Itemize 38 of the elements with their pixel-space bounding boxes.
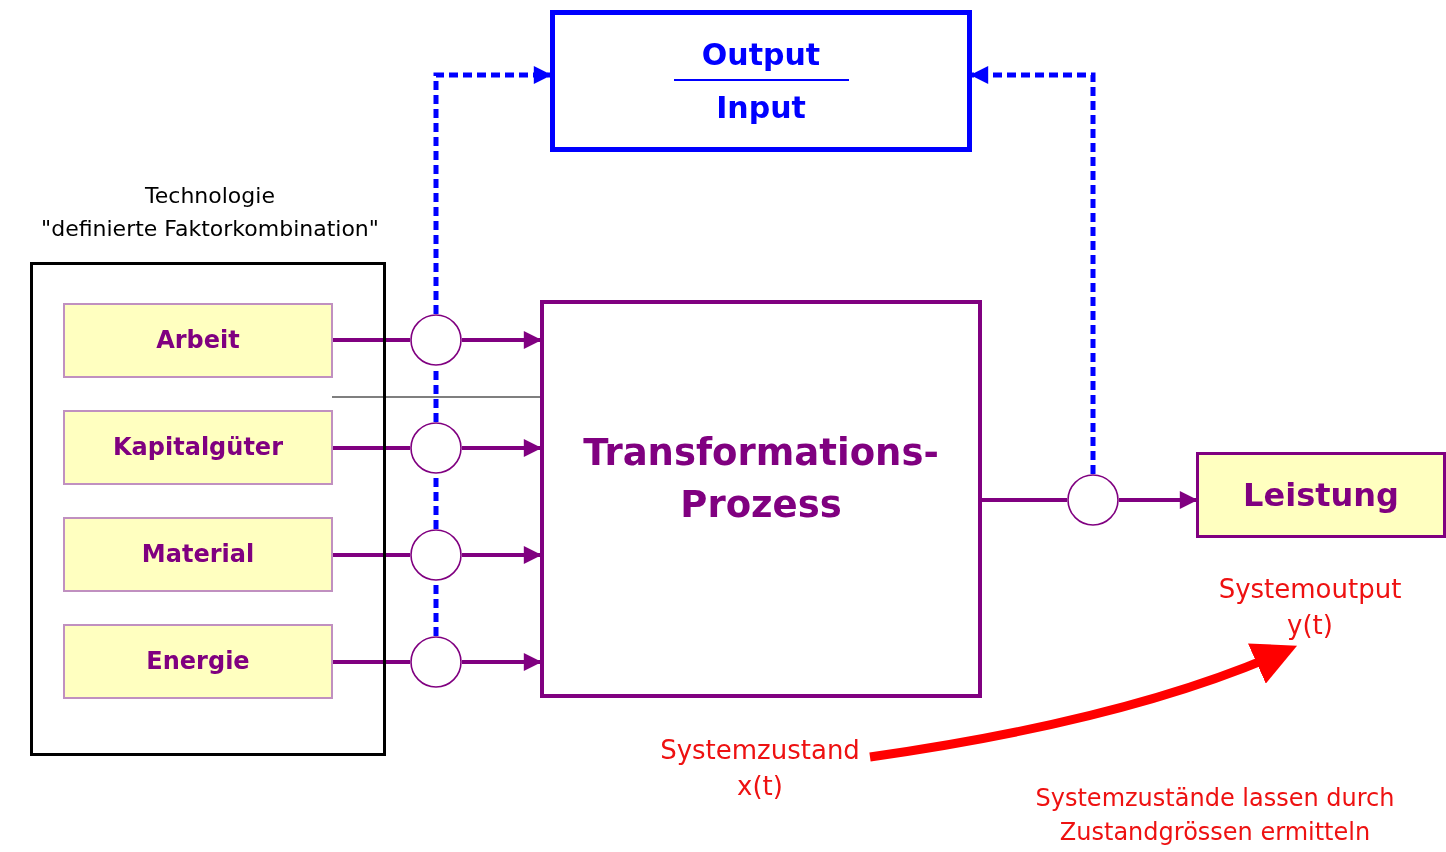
box-label: Energie bbox=[146, 645, 250, 677]
junction-circle bbox=[410, 422, 462, 474]
box-label: Material bbox=[141, 538, 255, 570]
junction-circle bbox=[410, 314, 462, 366]
junction-circle bbox=[1067, 474, 1119, 526]
input-factor-box bbox=[63, 517, 333, 592]
connector-line bbox=[982, 498, 1067, 502]
arrow bbox=[462, 439, 542, 457]
denominator-text: Input bbox=[716, 91, 806, 124]
group-heading: Technologie bbox=[144, 182, 276, 210]
curved-arrow bbox=[869, 642, 1298, 762]
input-factor-box bbox=[63, 624, 333, 699]
input-factor-box bbox=[63, 303, 333, 378]
junction-circle bbox=[410, 636, 462, 688]
group-subheading: "definierte Faktorkombination" bbox=[40, 215, 380, 243]
arrow bbox=[462, 546, 542, 564]
numerator-text: Output bbox=[701, 38, 821, 71]
arrow bbox=[462, 653, 542, 671]
box-label: Leistung bbox=[1243, 474, 1399, 516]
connector-line bbox=[333, 660, 410, 664]
arrow bbox=[462, 331, 542, 349]
output-box bbox=[1196, 452, 1446, 538]
arrow bbox=[1119, 491, 1198, 509]
connector-line bbox=[333, 338, 410, 342]
state-label: Systemzustand x(t) bbox=[659, 733, 861, 803]
box-label: Kapitalgüter bbox=[113, 431, 283, 463]
arrow bbox=[433, 66, 552, 314]
junction-circle bbox=[410, 529, 462, 581]
process-box bbox=[540, 300, 982, 698]
connector-line bbox=[333, 446, 410, 450]
ratio-box bbox=[550, 10, 972, 152]
process-title: Transformations-Prozess bbox=[583, 430, 939, 528]
state-label: Systemoutput y(t) bbox=[1217, 572, 1403, 642]
arrow bbox=[970, 66, 1096, 474]
connector-line bbox=[333, 553, 410, 557]
box-label: Arbeit bbox=[156, 324, 240, 356]
input-factor-box bbox=[63, 410, 333, 485]
note-text: Systemzustände lassen durch Zustandgrössen ermitteln bbox=[1034, 783, 1396, 848]
